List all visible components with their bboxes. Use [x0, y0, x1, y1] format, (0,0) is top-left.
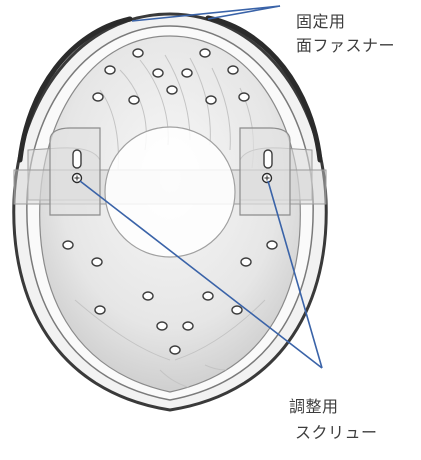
leader-line-fastener-left: [131, 5, 281, 22]
label-fastener-line2: 面ファスナー: [296, 36, 396, 55]
vent-hole: [91, 257, 103, 267]
vent-hole: [132, 48, 144, 58]
fastener-strip-left: [17, 16, 133, 163]
vent-hole: [231, 305, 243, 315]
leader-line-screw-right: [267, 180, 323, 369]
vent-hole: [62, 240, 74, 250]
ventilation-holes: [62, 48, 278, 355]
vent-hole: [202, 291, 214, 301]
leader-line-fastener-right: [207, 5, 281, 20]
leader-line-screw-left: [79, 180, 323, 369]
fastener-strip-right: [205, 15, 323, 163]
top-opening: [104, 126, 236, 258]
vent-hole: [240, 257, 252, 267]
leader-lines: [79, 5, 323, 369]
vent-hole: [169, 345, 181, 355]
vent-hole: [104, 65, 116, 75]
vent-hole: [181, 68, 193, 78]
label-screw-line2: スクリュー: [295, 423, 378, 442]
side-tab-left: [49, 127, 101, 216]
vent-hole: [238, 92, 250, 102]
vent-hole: [152, 68, 164, 78]
vent-hole: [182, 321, 194, 331]
label-fastener-line1: 固定用: [296, 12, 346, 31]
vent-hole: [266, 240, 278, 250]
vent-hole: [166, 85, 178, 95]
adjustment-slots: [72, 149, 273, 169]
vent-hole: [94, 305, 106, 315]
vent-hole: [199, 48, 211, 58]
vent-hole: [142, 291, 154, 301]
label-screw-line1: 調整用: [289, 397, 339, 416]
slot-left: [72, 149, 82, 169]
side-tab-right: [239, 127, 291, 216]
vent-hole: [205, 95, 217, 105]
vent-hole: [92, 92, 104, 102]
vent-hole: [128, 95, 140, 105]
screws: [71, 172, 273, 184]
slot-right: [263, 149, 273, 169]
vent-hole: [156, 321, 168, 331]
vent-hole: [227, 65, 239, 75]
